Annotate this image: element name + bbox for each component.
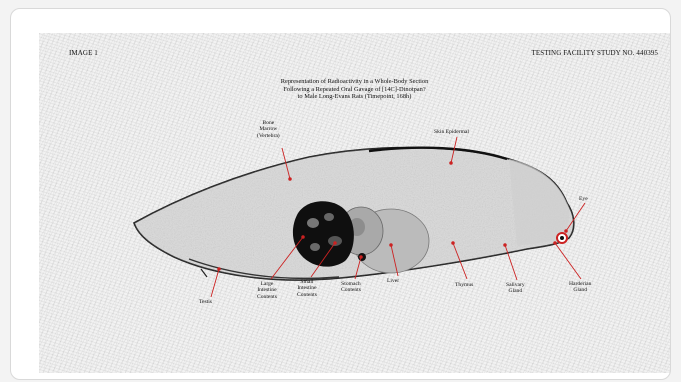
autoradiography-image: IMAGE 1 TESTING FACILITY STUDY NO. 44039… (39, 33, 670, 373)
label-large-intestine-contents: Large Intestine Contents (257, 281, 277, 300)
content-card: IMAGE 1 TESTING FACILITY STUDY NO. 44039… (10, 8, 671, 380)
label-thymus: Thymus (455, 282, 473, 288)
label-eye: Eye (579, 196, 588, 202)
label-stomach-contents: Stomach Contents (341, 281, 361, 294)
label-harderian-gland: Harderian Gland (569, 281, 591, 294)
label-salivary-gland: Salivary Gland (506, 282, 525, 295)
label-skin-epidermal: Skin Epidermal (434, 129, 469, 135)
label-testis: Testis (199, 299, 212, 305)
label-small-intestine-contents: Small Intestine Contents (297, 279, 317, 298)
label-bone-marrow: Bone Marrow (Vertebra) (257, 120, 280, 139)
head (509, 159, 569, 245)
rat-whole-body-section (39, 33, 670, 373)
label-liver: Liver (387, 278, 399, 284)
